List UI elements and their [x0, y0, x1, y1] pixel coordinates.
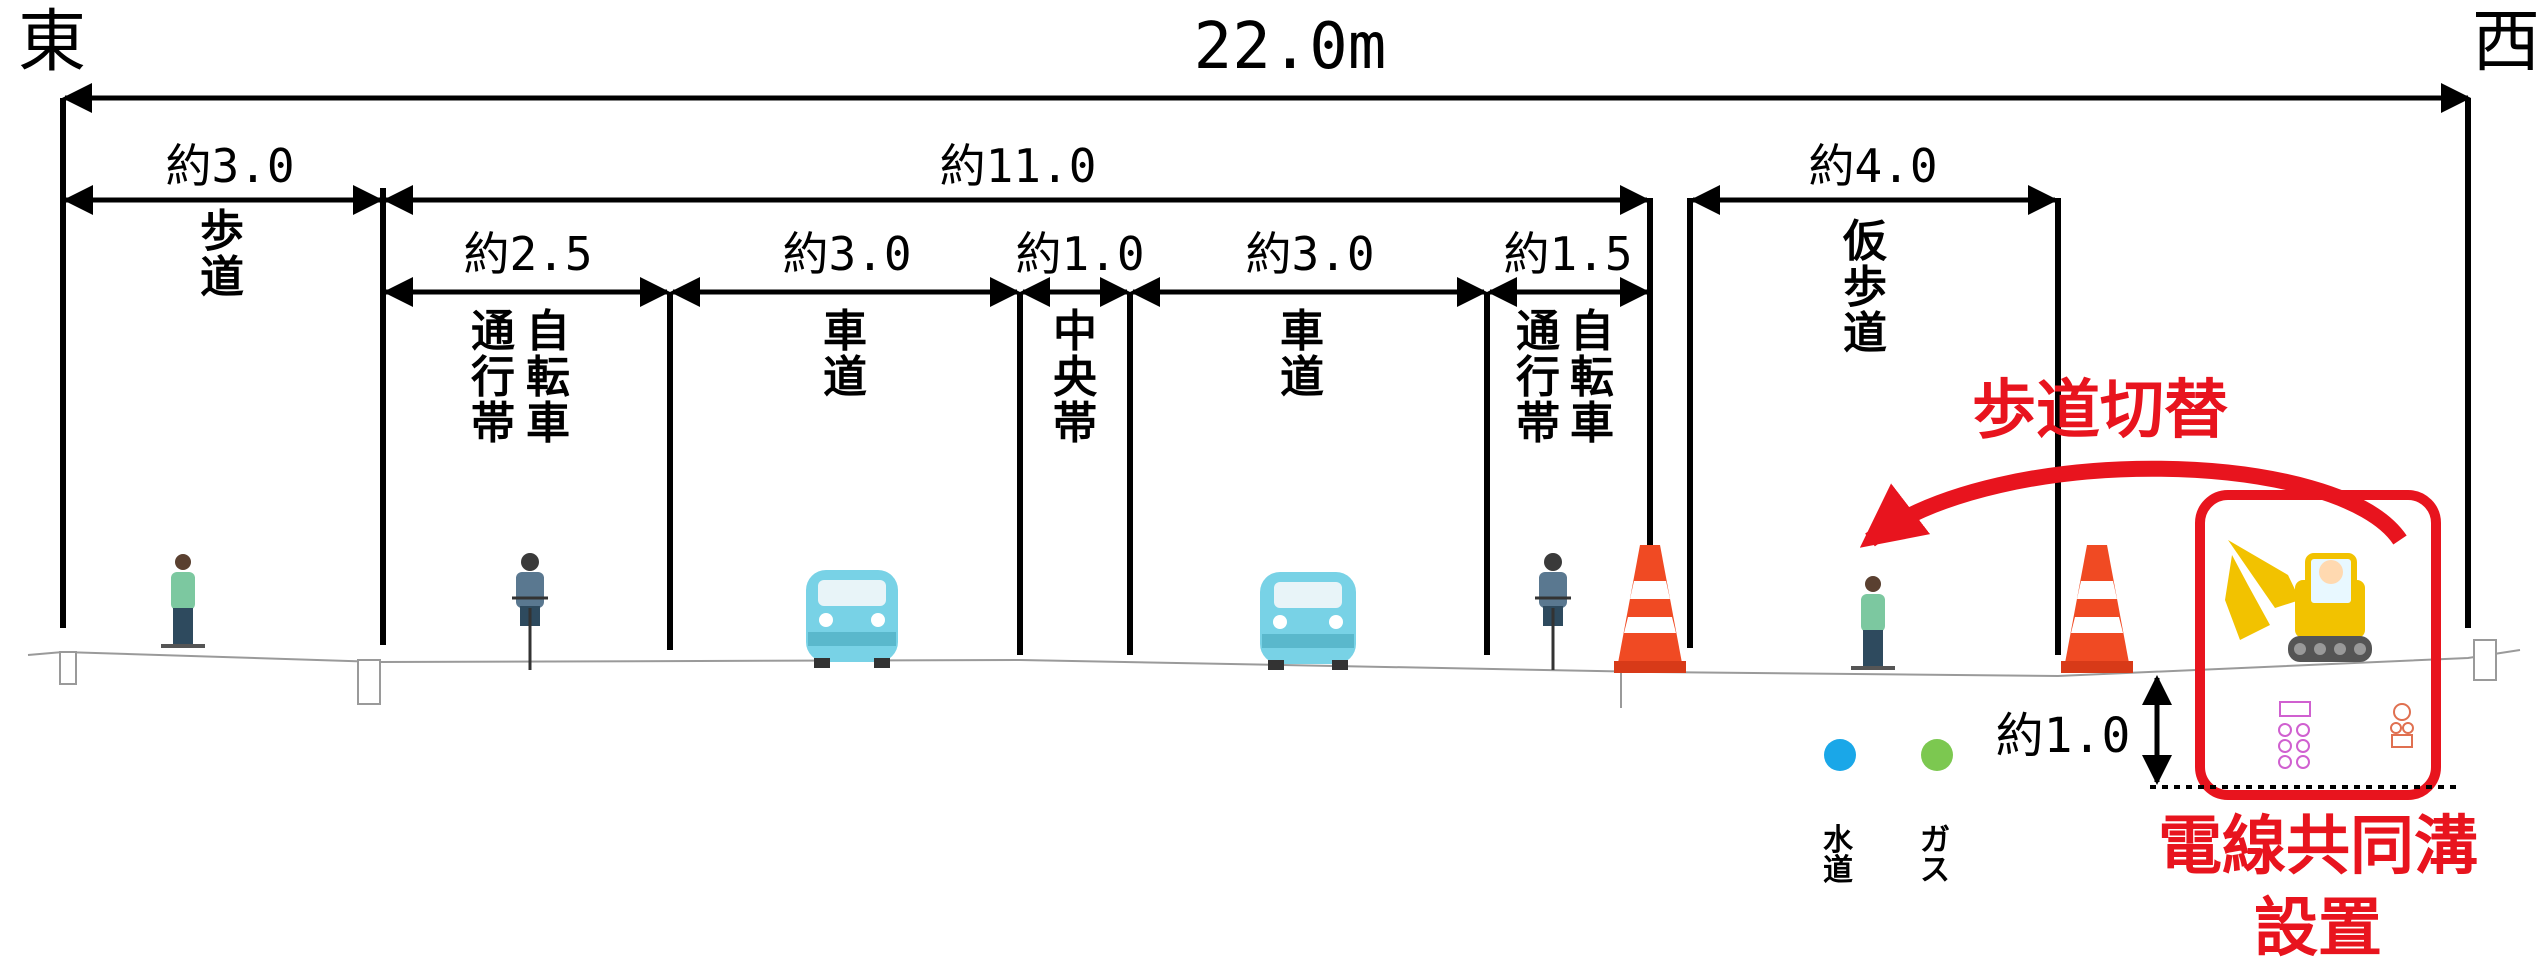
total-width-label: 22.0m [1194, 10, 1387, 84]
svg-text:ガ: ガ [1920, 823, 1950, 858]
svg-text:道: 道 [823, 352, 867, 403]
road-west-label: 車 道 [1280, 306, 1324, 403]
west-label: 西 [2472, 3, 2540, 82]
cyclist-icon [512, 553, 548, 670]
svg-text:帯: 帯 [471, 398, 515, 449]
svg-text:転: 転 [1570, 352, 1614, 403]
svg-text:ス: ス [1920, 853, 1950, 888]
traffic-cone-icon [2061, 545, 2133, 673]
svg-text:道: 道 [1843, 308, 1887, 359]
excavator-icon [2225, 540, 2372, 662]
bike-lane-east-label: 通 行 帯 自 転 車 [471, 306, 570, 449]
svg-text:通: 通 [1516, 306, 1560, 357]
bike-lane-west-label: 通 行 帯 自 転 車 [1516, 306, 1614, 449]
svg-text:帯: 帯 [1516, 398, 1560, 449]
gas-pipe-icon [1921, 739, 1953, 771]
median-label: 中 央 帯 [1053, 306, 1098, 449]
svg-text:車: 車 [526, 398, 570, 449]
gas-label: ガ ス [1920, 823, 1950, 888]
trench-box [2195, 490, 2441, 800]
svg-text:自: 自 [526, 306, 570, 357]
svg-text:車: 車 [1280, 306, 1324, 357]
road-east-label: 車 道 [823, 306, 867, 403]
svg-text:道: 道 [200, 252, 244, 303]
conduit-bank-icon [2278, 701, 2311, 769]
conduit-small-icon [2390, 703, 2414, 748]
svg-text:通: 通 [471, 306, 515, 357]
svg-text:行: 行 [1516, 352, 1560, 403]
water-label: 水 道 [1823, 823, 1854, 888]
svg-text:仮: 仮 [1842, 216, 1887, 267]
water-pipe-icon [1824, 739, 1856, 771]
sidewalk-width: 約3.0 [165, 139, 294, 193]
svg-text:歩: 歩 [200, 206, 244, 257]
lane-bike-west-width: 約1.5 [1503, 227, 1632, 281]
svg-text:中: 中 [1053, 306, 1097, 357]
cyclist-icon [1535, 553, 1571, 670]
car-icon [1260, 572, 1356, 670]
curb-east [59, 651, 381, 705]
lane-road-west-width: 約3.0 [1245, 227, 1374, 281]
temp-sidewalk-label: 仮 歩 道 [1842, 216, 1887, 359]
svg-text:道: 道 [1823, 853, 1853, 888]
svg-text:央: 央 [1053, 352, 1098, 403]
lane-road-east-width: 約3.0 [782, 227, 911, 281]
svg-text:水: 水 [1823, 823, 1854, 858]
svg-text:行: 行 [471, 352, 515, 403]
east-label: 東 [18, 3, 86, 82]
sidewalk-label: 歩 道 [200, 206, 244, 303]
sidewalk-switch-label: 歩道切替 [1972, 374, 2228, 448]
depth-label: 約1.0 [1996, 708, 2131, 764]
svg-text:転: 転 [526, 352, 570, 403]
roadway-width: 約11.0 [940, 139, 1097, 193]
svg-text:帯: 帯 [1053, 398, 1097, 449]
svg-text:車: 車 [823, 306, 867, 357]
median-width: 約1.0 [1015, 227, 1144, 281]
sidewalk-switch-arrow [1859, 460, 2407, 548]
traffic-cone-icon [1614, 545, 1686, 673]
trench-label-line1: 電線共同溝 [2158, 810, 2478, 884]
svg-text:車: 車 [1570, 398, 1614, 449]
pedestrian-icon [161, 554, 205, 648]
svg-text:歩: 歩 [1843, 262, 1887, 313]
trench-label-line2: 設置 [2254, 892, 2382, 966]
temp-sidewalk-width: 約4.0 [1808, 139, 1937, 193]
car-icon [806, 570, 898, 668]
curb-west [1620, 639, 2497, 708]
svg-text:自: 自 [1570, 306, 1614, 357]
pedestrian-icon [1851, 576, 1895, 670]
svg-text:道: 道 [1280, 352, 1324, 403]
lane-bike-east-width: 約2.5 [463, 227, 592, 281]
